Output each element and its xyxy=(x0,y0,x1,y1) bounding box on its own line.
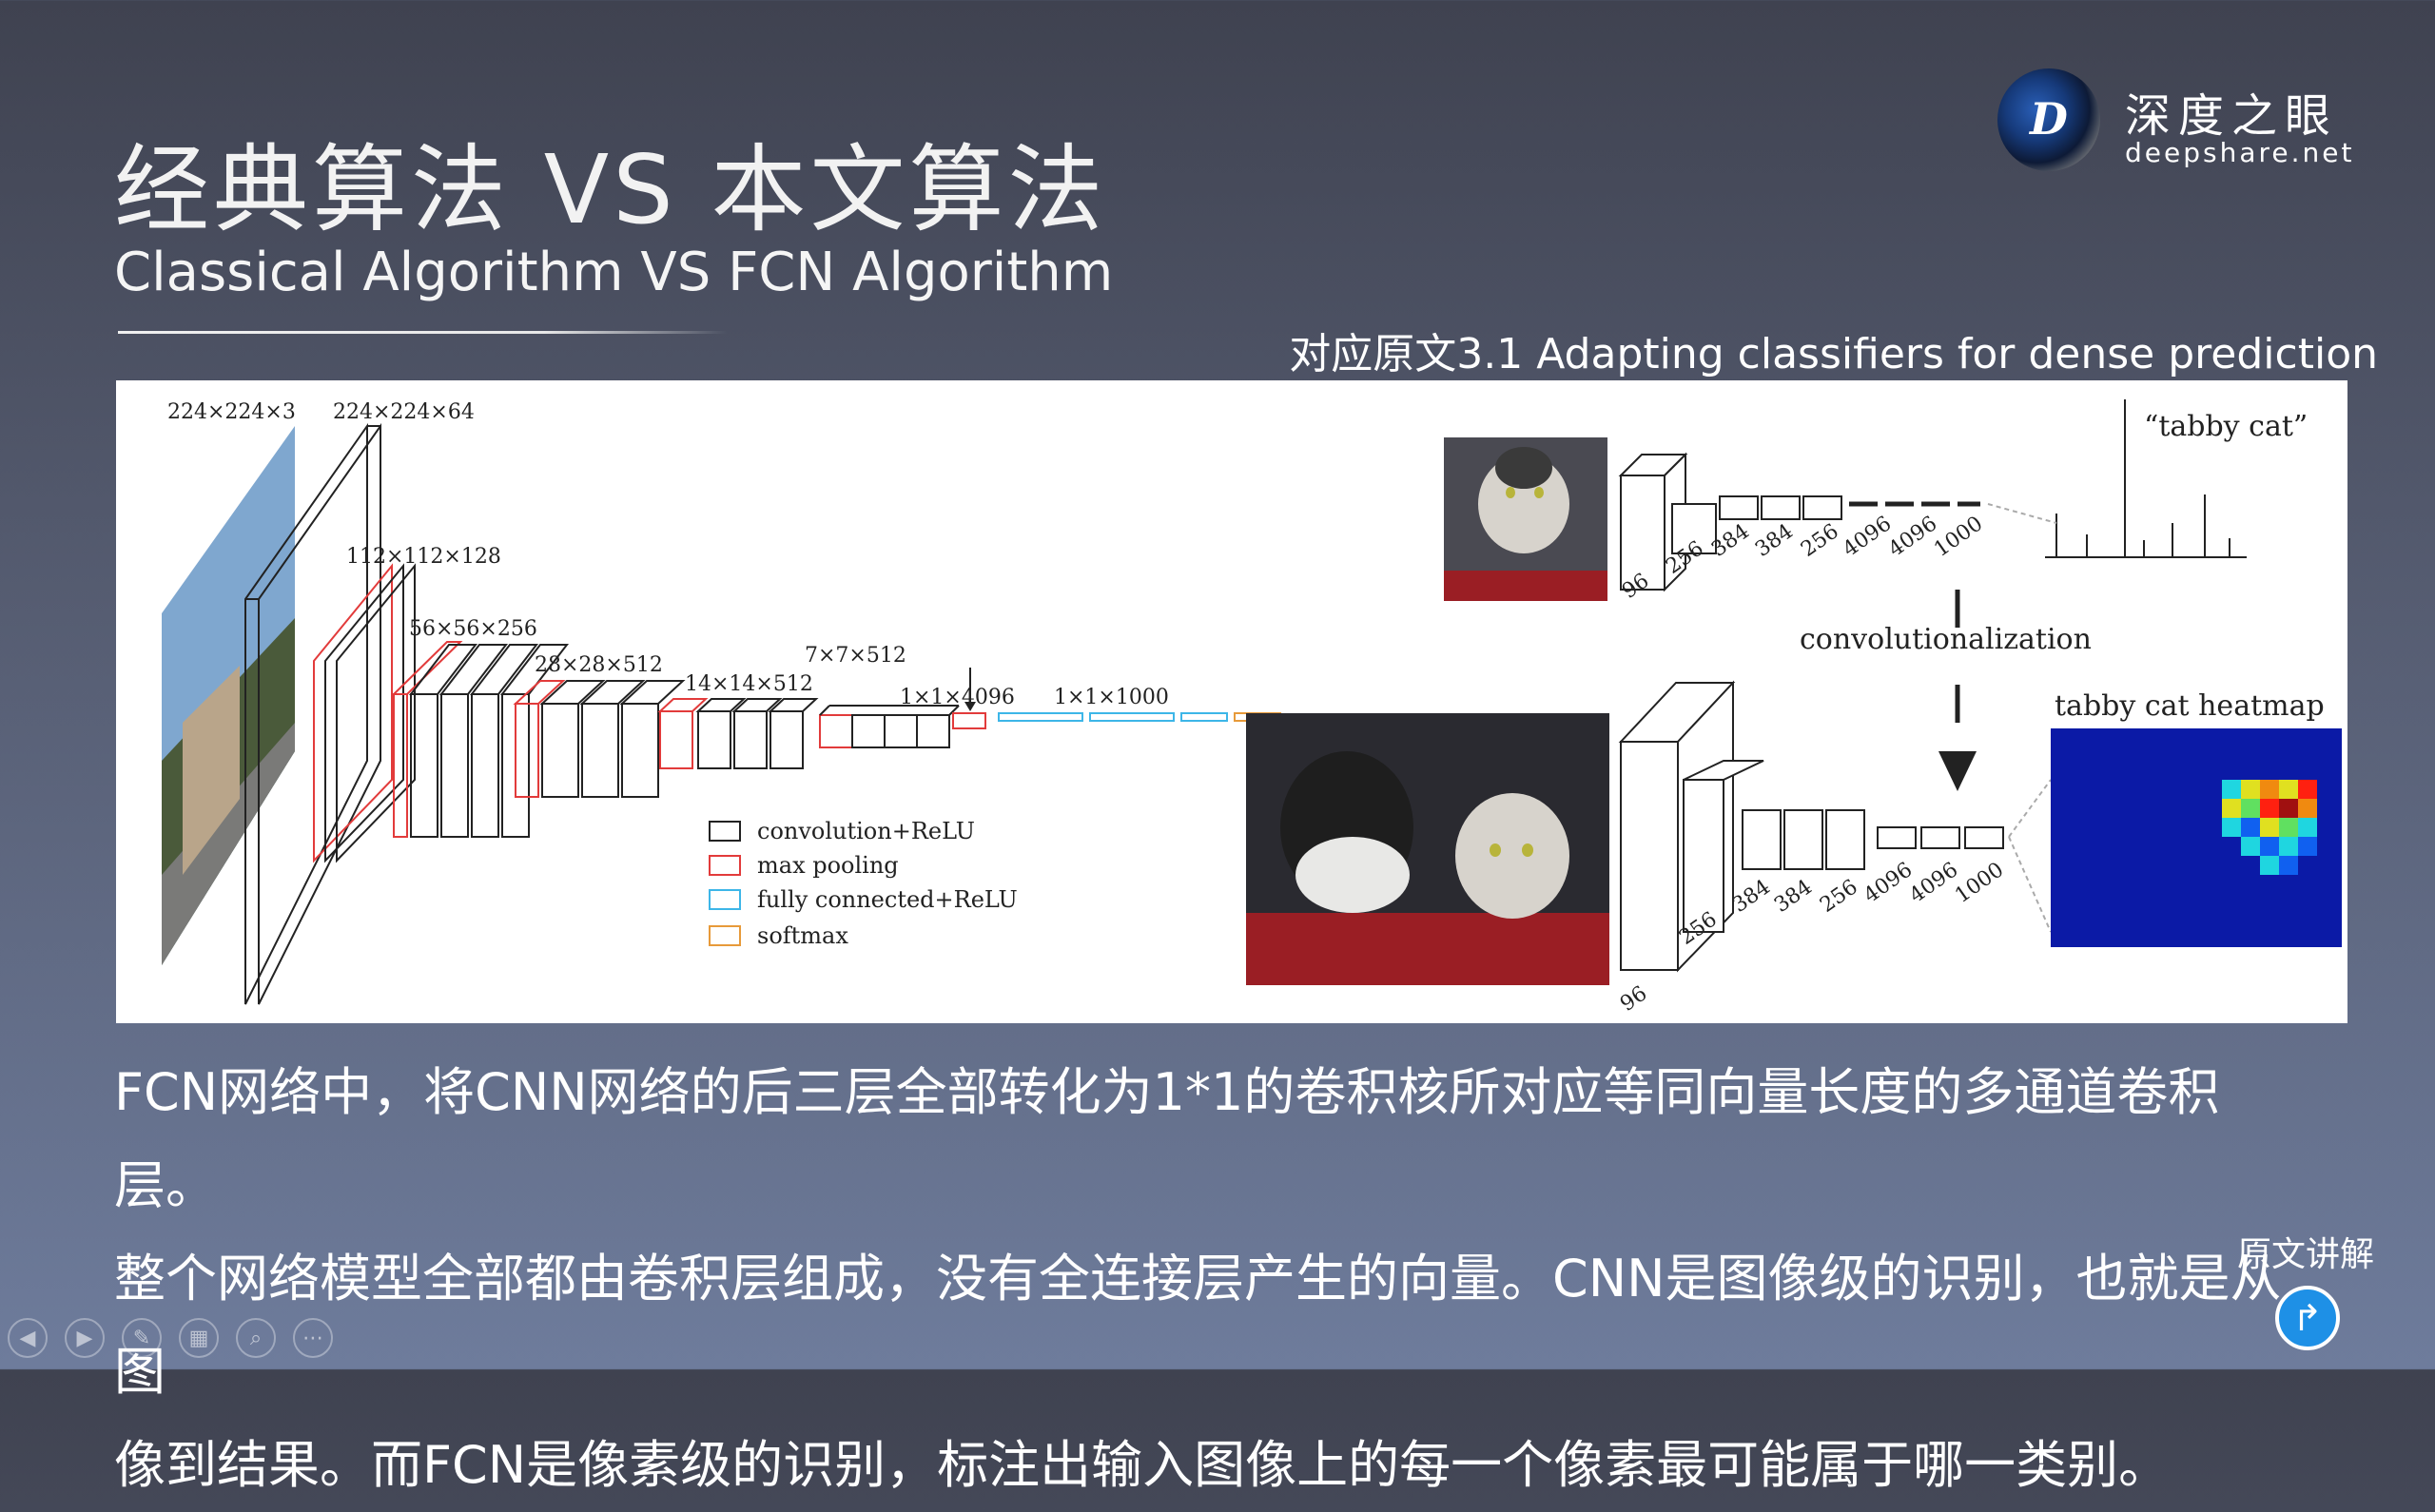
heatmap xyxy=(2051,728,2342,947)
architecture-figure: 224×224×3 224×224×64 112×112×128 56×56×2… xyxy=(162,399,2342,1017)
pool-arrowhead xyxy=(964,702,976,711)
heatmap-label: tabby cat heatmap xyxy=(2055,689,2325,723)
classification-net xyxy=(1618,452,1980,592)
convolutionalization-arrowhead xyxy=(1938,751,1977,791)
top-label-1000: 1000 xyxy=(1930,512,1987,562)
conv-block-3 xyxy=(513,680,686,798)
slides-icon[interactable]: ▦ xyxy=(179,1318,219,1358)
dim-label-7: 7×7×512 xyxy=(805,644,906,668)
previous-icon[interactable]: ◀ xyxy=(8,1318,48,1358)
legend-label-fc: fully connected+ReLU xyxy=(757,886,1018,913)
dim-label-4: 56×56×256 xyxy=(409,617,537,641)
legend-label-pool: max pooling xyxy=(757,852,899,879)
next-icon[interactable]: ▶ xyxy=(65,1318,105,1358)
bottom-label-384b: 384 xyxy=(1770,875,1817,918)
bottom-label-256b: 256 xyxy=(1816,875,1862,918)
legend-swatch-softmax xyxy=(709,925,741,946)
top-label-4096a: 4096 xyxy=(1839,512,1896,562)
top-label-4096b: 4096 xyxy=(1884,512,1941,562)
body-line-3: 像到结果。而FCN是像素级的识别，标注出输入图像上的每一个像素最可能属于哪一类别… xyxy=(114,1435,2171,1495)
bottom-label-4096a: 4096 xyxy=(1860,858,1917,908)
bottom-label-4096b: 4096 xyxy=(1905,858,1962,908)
pen-icon[interactable]: ✎ xyxy=(122,1318,162,1358)
pool-block-1 xyxy=(313,563,416,863)
paper-reference: 对应原文3.1 Adapting classifiers for dense p… xyxy=(1289,330,2378,378)
legend-swatch-conv xyxy=(709,821,741,842)
dog-cat-photo xyxy=(1246,713,1609,985)
bottom-label-96: 96 xyxy=(1616,981,1651,1017)
dim-label-8: 1×1×4096 xyxy=(900,686,1015,709)
conv-block-5 xyxy=(819,705,960,748)
fcn-net xyxy=(1618,680,2052,973)
body-line-1: FCN网络中，将CNN网络的后三层全部转化为1*1的卷积核所对应等同向量长度的多… xyxy=(114,1062,2220,1215)
dim-label-1: 224×224×3 xyxy=(167,400,296,424)
bottom-label-1000: 1000 xyxy=(1951,858,2008,908)
title-divider xyxy=(118,331,727,334)
legend-label-conv: convolution+ReLU xyxy=(757,818,975,844)
dim-label-9: 1×1×1000 xyxy=(1054,686,1169,709)
dim-label-5: 28×28×512 xyxy=(535,653,663,677)
conv-block-2 xyxy=(391,641,570,838)
legend: convolution+ReLU max pooling fully conne… xyxy=(709,818,1018,949)
slideshow-toolbar: ◀ ▶ ✎ ▦ ⌕ ⋯ xyxy=(8,1318,333,1362)
explain-link[interactable]: 原文讲解 xyxy=(2237,1235,2375,1274)
top-label-384b: 384 xyxy=(1751,519,1798,562)
logo-eye-icon: D xyxy=(1997,68,2100,171)
page-title-cn: 经典算法 VS 本文算法 xyxy=(114,134,1107,245)
cat-photo-top xyxy=(1444,437,1607,601)
logo-brand-cn: 深度之眼 xyxy=(2125,89,2339,143)
body-line-2: 整个网络模型全部都由卷积层组成，没有全连接层产生的向量。CNN是图像级的识别，也… xyxy=(114,1249,2282,1402)
class-score-plot xyxy=(1987,399,2247,558)
conv-block-4 xyxy=(657,698,819,769)
zoom-icon[interactable]: ⌕ xyxy=(236,1318,276,1358)
fc-blocks xyxy=(998,712,1281,722)
legend-label-softmax: softmax xyxy=(757,922,848,949)
legend-swatch-pool xyxy=(709,855,741,876)
tabby-cat-label: “tabby cat” xyxy=(2144,410,2308,443)
dim-label-6: 14×14×512 xyxy=(685,672,813,696)
body-text: FCN网络中，将CNN网络的后三层全部转化为1*1的卷积核所对应等同向量长度的多… xyxy=(114,1046,2321,1512)
top-label-256b: 256 xyxy=(1797,519,1843,562)
logo-brand-en: deepshare.net xyxy=(2125,137,2355,168)
legend-swatch-fc xyxy=(709,889,741,910)
page-title-en: Classical Algorithm VS FCN Algorithm xyxy=(114,242,1114,303)
more-icon[interactable]: ⋯ xyxy=(293,1318,333,1358)
figure-panel: 224×224×3 224×224×64 112×112×128 56×56×2… xyxy=(116,380,2347,1023)
share-arrow-icon: ↱ xyxy=(2292,1297,2323,1339)
bottom-label-384a: 384 xyxy=(1728,875,1775,918)
convolutionalization-label: convolutionalization xyxy=(1800,623,2092,656)
pool-block-5 xyxy=(952,712,986,729)
input-street-photo xyxy=(162,426,295,965)
dim-label-3: 112×112×128 xyxy=(346,545,501,569)
dim-label-2: 224×224×64 xyxy=(333,400,475,424)
share-button[interactable]: ↱ xyxy=(2275,1286,2340,1350)
conv-block-1 xyxy=(244,422,381,1005)
brand-logo: D 深度之眼 deepshare.net xyxy=(1997,68,2397,173)
